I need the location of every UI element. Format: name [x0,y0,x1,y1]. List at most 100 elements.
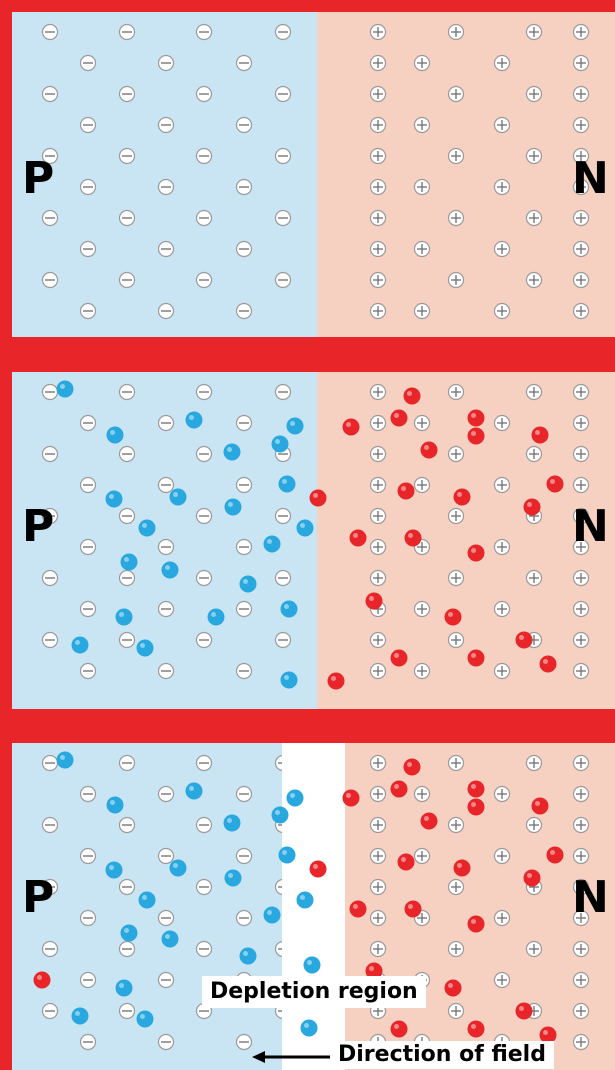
electron-icon [281,601,298,618]
acceptor-ion-icon [43,571,58,586]
hole-icon [391,410,408,427]
acceptor-ion-icon [81,304,96,319]
donor-ion-icon [449,87,464,102]
donor-ion-icon [371,87,386,102]
acceptor-ion-icon [197,633,212,648]
donor-ion-icon [449,211,464,226]
donor-ion-icon [527,87,542,102]
acceptor-ion-icon [43,87,58,102]
donor-ion-icon [449,25,464,40]
acceptor-ion-icon [120,273,135,288]
hole-icon [468,410,485,427]
donor-ion-icon [449,1004,464,1019]
electron-icon [279,476,296,493]
acceptor-ion-icon [276,149,291,164]
electron-icon [57,752,74,769]
donor-ion-icon [371,447,386,462]
donor-ion-icon [371,633,386,648]
acceptor-ion-icon [120,25,135,40]
acceptor-ion-icon [159,911,174,926]
panel-depletion: P N Depletion region Direction of field [12,743,615,1070]
acceptor-ion-icon [276,273,291,288]
acceptor-ion-icon [237,1035,252,1050]
donor-ion-icon [449,818,464,833]
donor-ion-icon [574,1004,589,1019]
acceptor-ion-icon [276,571,291,586]
electron-icon [107,427,124,444]
donor-ion-icon [574,478,589,493]
acceptor-ion-icon [43,1004,58,1019]
donor-ion-icon [415,304,430,319]
hole-icon [516,1003,533,1020]
donor-ion-icon [495,242,510,257]
electron-icon [106,491,123,508]
acceptor-ion-icon [159,304,174,319]
donor-ion-icon [371,787,386,802]
hole-icon [310,490,327,507]
acceptor-ion-icon [237,478,252,493]
hole-icon [547,476,564,493]
acceptor-ion-icon [197,385,212,400]
electron-icon [186,783,203,800]
acceptor-ion-icon [237,849,252,864]
n-label: N [572,876,609,920]
donor-ion-icon [371,540,386,555]
electron-icon [287,418,304,435]
acceptor-ion-icon [120,447,135,462]
hole-icon [445,980,462,997]
acceptor-ion-icon [120,1004,135,1019]
hole-icon [398,483,415,500]
acceptor-ion-icon [159,1035,174,1050]
acceptor-ion-icon [159,540,174,555]
acceptor-ion-icon [43,818,58,833]
acceptor-ion-icon [197,880,212,895]
acceptor-ion-icon [197,942,212,957]
donor-ion-icon [495,787,510,802]
hole-icon [404,388,421,405]
electron-icon [287,790,304,807]
electron-icon [186,412,203,429]
acceptor-ion-icon [43,942,58,957]
electron-icon [279,847,296,864]
acceptor-ion-icon [237,118,252,133]
acceptor-ion-icon [81,416,96,431]
donor-ion-icon [574,304,589,319]
electron-icon [57,381,74,398]
donor-ion-icon [574,273,589,288]
acceptor-ion-icon [276,87,291,102]
electron-icon [121,554,138,571]
donor-ion-icon [495,664,510,679]
donor-ion-icon [371,478,386,493]
n-label: N [572,157,609,201]
donor-ion-icon [574,385,589,400]
acceptor-ion-icon [81,540,96,555]
electron-icon [225,499,242,516]
donor-ion-icon [371,25,386,40]
n-label: N [572,505,609,549]
donor-ion-icon [449,942,464,957]
electron-icon [224,815,241,832]
hole-icon [468,545,485,562]
donor-ion-icon [527,942,542,957]
hole-icon [540,656,557,673]
acceptor-ion-icon [159,118,174,133]
donor-ion-icon [574,242,589,257]
hole-icon [532,798,549,815]
donor-ion-icon [527,211,542,226]
electron-icon [106,862,123,879]
donor-ion-icon [415,416,430,431]
electron-icon [121,925,138,942]
electron-icon [139,892,156,909]
acceptor-ion-icon [237,664,252,679]
acceptor-ion-icon [159,56,174,71]
donor-ion-icon [574,942,589,957]
donor-ion-icon [574,602,589,617]
electron-icon [264,907,281,924]
donor-ion-icon [449,880,464,895]
hole-icon [343,419,360,436]
acceptor-ion-icon [81,602,96,617]
acceptor-ion-icon [43,25,58,40]
acceptor-ion-icon [276,509,291,524]
hole-icon [398,854,415,871]
electron-icon [107,797,124,814]
